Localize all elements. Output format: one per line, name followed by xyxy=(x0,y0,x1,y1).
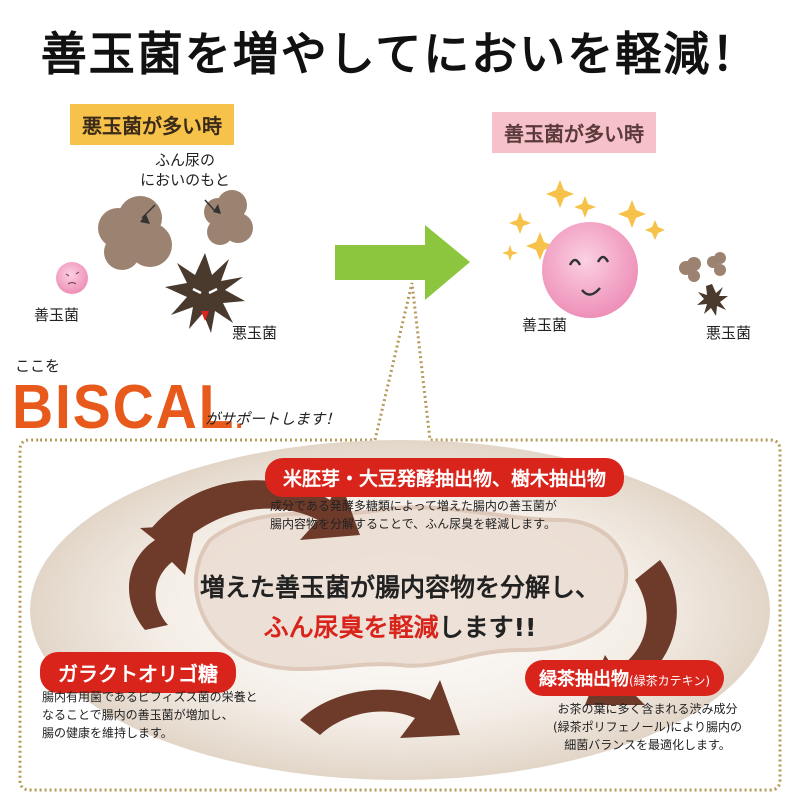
small-good-bacterium xyxy=(56,262,88,294)
odor-label-line1: ふん尿の xyxy=(154,151,215,169)
good-bacteria-label-left: 善玉菌 xyxy=(34,306,80,324)
galacto-oligo-label: ガラクトオリゴ糖 xyxy=(40,652,236,693)
green-tea-description: お茶の葉に多く含まれる渋み成分 (緑茶ポリフェノール)により腸内の 細菌バランス… xyxy=(530,700,765,754)
bad-bacteria-label-left: 悪玉菌 xyxy=(232,324,278,342)
large-good-bacterium xyxy=(542,222,638,318)
galacto-desc-line2: なることで腸内の善玉菌が増加し、 xyxy=(42,708,234,722)
main-message-line1: 増えた善玉菌が腸内容物を分解し、 xyxy=(199,573,600,602)
bad-bacteria-heading: 悪玉菌が多い時 xyxy=(70,104,234,145)
galacto-desc-line1: 腸内有用菌であるビフィズス菌の栄養と xyxy=(42,690,258,704)
green-desc-line3: 細菌バランスを最適化します。 xyxy=(564,738,731,752)
green-arrow xyxy=(335,225,470,300)
odor-source-label: ふん尿の においのもと xyxy=(120,150,250,190)
odor-cloud-left xyxy=(98,196,172,270)
biscal-logo-dot: . xyxy=(235,402,245,435)
biscal-logo: BISCAL. xyxy=(12,372,245,443)
main-message: 増えた善玉菌が腸内容物を分解し、 ふん尿臭を軽減します!! xyxy=(130,568,670,648)
main-message-highlight: ふん尿臭を軽減 xyxy=(263,613,439,642)
green-tea-label-sub: (緑茶カテキン) xyxy=(629,674,711,688)
biscal-support-text: がサポートします！ xyxy=(205,410,341,428)
bad-bacteria-label-right: 悪玉菌 xyxy=(706,324,752,342)
odor-cloud-right xyxy=(204,190,253,245)
swirl-arrow-left xyxy=(128,525,195,630)
main-message-line2: ふん尿臭を軽減します!! xyxy=(130,608,670,648)
green-tea-label-main: 緑茶抽出物 xyxy=(539,669,629,690)
rice-desc-line2: 腸内容物を分解することで、ふん尿臭を軽減します。 xyxy=(270,517,556,531)
rice-germ-label: 米胚芽・大豆発酵抽出物、樹木抽出物 xyxy=(265,458,625,497)
bad-bacterium-large xyxy=(165,253,245,333)
biscal-prefix: ここを xyxy=(15,357,61,375)
main-message-rest: します!! xyxy=(438,613,537,642)
galacto-oligo-description: 腸内有用菌であるビフィズス菌の栄養と なることで腸内の善玉菌が増加し、 腸の健康… xyxy=(42,688,322,742)
rice-desc-line1: 成分である発酵多糖類によって増えた腸内の善玉菌が xyxy=(270,499,557,513)
bad-bacterium-small xyxy=(697,284,728,316)
galacto-desc-line3: 腸の健康を維持します。 xyxy=(42,726,173,740)
intestine-outline xyxy=(193,505,629,672)
green-desc-line2: (緑茶ポリフェノール)により腸内の xyxy=(552,720,743,734)
swirl-arrow-bottom xyxy=(300,680,460,738)
good-bacteria-heading: 善玉菌が多い時 xyxy=(492,112,656,153)
good-bacteria-label-right: 善玉菌 xyxy=(522,316,568,334)
small-odor-cloud xyxy=(679,252,726,282)
odor-label-line2: においのもと xyxy=(140,171,230,189)
biscal-logo-text: BISCAL xyxy=(12,373,236,442)
green-desc-line1: お茶の葉に多く含まれる渋み成分 xyxy=(557,702,738,716)
rice-germ-description: 成分である発酵多糖類によって増えた腸内の善玉菌が 腸内容物を分解することで、ふん… xyxy=(270,497,600,533)
page-title: 善玉菌を増やしてにおいを軽減！ xyxy=(40,27,760,81)
green-tea-label: 緑茶抽出物(緑茶カテキン) xyxy=(525,660,725,696)
